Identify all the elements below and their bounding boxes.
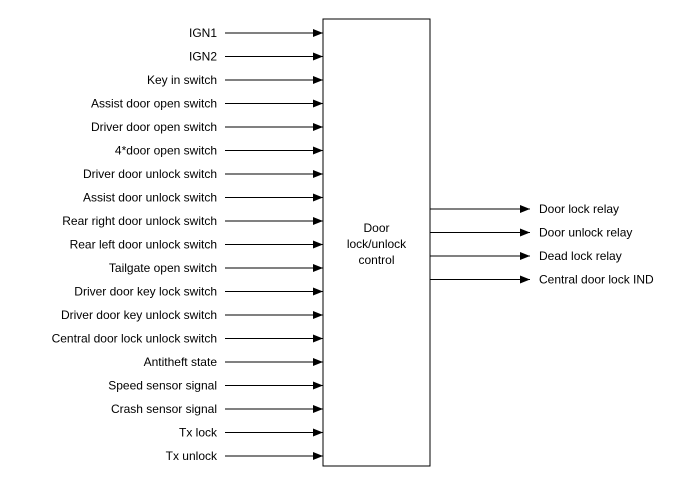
input-label: IGN2 (189, 50, 217, 64)
input-label: Driver door key lock switch (74, 285, 217, 299)
output-label: Door unlock relay (539, 226, 632, 240)
input-label: Tx unlock (166, 449, 218, 463)
input-label: Tx lock (179, 426, 218, 440)
input-label: Rear right door unlock switch (62, 214, 217, 228)
input-label: Antitheft state (144, 355, 218, 369)
input-label: IGN1 (189, 26, 217, 40)
input-label: Key in switch (147, 73, 217, 87)
input-label: Central door lock unlock switch (52, 332, 217, 346)
input-label: Driver door key unlock switch (61, 308, 217, 322)
input-label: Speed sensor signal (108, 379, 217, 393)
block-label-line-3: control (358, 253, 394, 267)
input-label: Assist door unlock switch (83, 191, 217, 205)
input-label: Assist door open switch (91, 97, 217, 111)
output-label: Dead lock relay (539, 249, 622, 263)
input-label: Driver door open switch (91, 120, 217, 134)
output-label: Central door lock IND (539, 273, 654, 287)
block-label-line-2: lock/unlock (347, 237, 407, 251)
input-label: Driver door unlock switch (83, 167, 217, 181)
door-lock-control-block (322, 18, 431, 467)
input-label: Crash sensor signal (111, 402, 217, 416)
output-label: Door lock relay (539, 202, 619, 216)
block-label-line-1: Door (363, 221, 389, 235)
input-label: Tailgate open switch (109, 261, 217, 275)
input-label: Rear left door unlock switch (70, 238, 217, 252)
input-label: 4*door open switch (115, 144, 217, 158)
